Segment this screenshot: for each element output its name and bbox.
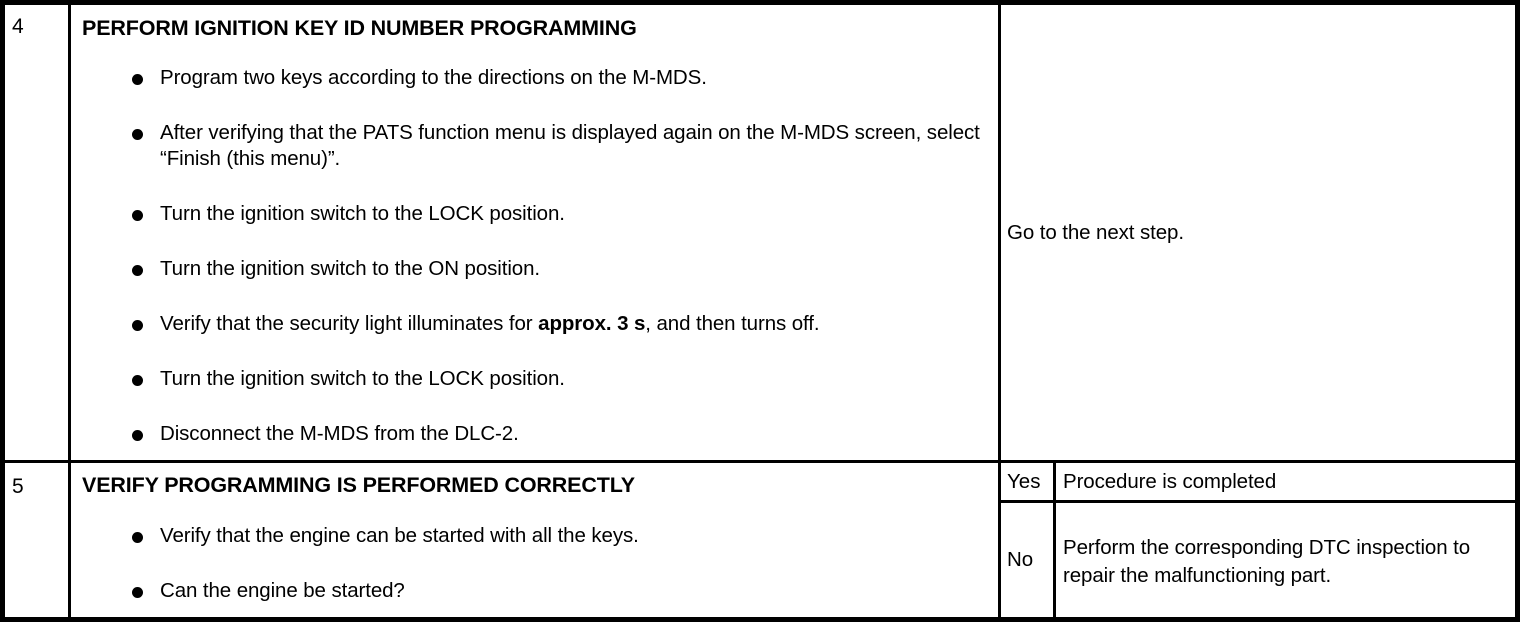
- list-item-text: Turn the ignition switch to the LOCK pos…: [160, 366, 565, 390]
- step-4-title: PERFORM IGNITION KEY ID NUMBER PROGRAMMI…: [82, 16, 637, 40]
- list-item-text: Disconnect the M-MDS from the DLC-2.: [160, 421, 519, 445]
- list-item-text-emphasis: approx. 3 s: [538, 311, 646, 335]
- list-item-text-suffix: , and then turns off.: [645, 311, 820, 335]
- table-border-right: [1515, 0, 1520, 622]
- action-yes-text: Procedure is completed: [1063, 469, 1277, 493]
- list-item: Verify that the security light illuminat…: [82, 311, 988, 337]
- judgment-no-text: No: [1007, 548, 1034, 571]
- action-no: Perform the corresponding DTC inspection…: [1056, 503, 1515, 617]
- step-5-body: VERIFY PROGRAMMING IS PERFORMED CORRECTL…: [71, 463, 998, 617]
- column-divider-judgment: [1053, 460, 1056, 617]
- list-item-text: Turn the ignition switch to the ON posit…: [160, 256, 540, 280]
- bullet-icon: [132, 374, 143, 386]
- bullet-icon: [132, 586, 143, 598]
- bullet-icon: [132, 209, 143, 221]
- list-item: Turn the ignition switch to the LOCK pos…: [82, 201, 988, 227]
- list-item-text: After verifying that the PATS function m…: [160, 120, 980, 170]
- step-4-bullet-list: Program two keys according to the direct…: [82, 65, 988, 447]
- list-item: Program two keys according to the direct…: [82, 65, 988, 91]
- column-divider-step: [68, 5, 71, 617]
- list-item: After verifying that the PATS function m…: [82, 120, 988, 172]
- table-border-left: [0, 0, 5, 622]
- list-item: Turn the ignition switch to the ON posit…: [82, 256, 988, 282]
- step-number-5: 5: [12, 475, 24, 498]
- list-item-text: Verify that the engine can be started wi…: [160, 523, 639, 547]
- row-divider-4-5: [5, 460, 1515, 463]
- list-item: Verify that the engine can be started wi…: [82, 523, 988, 549]
- action-yes: Procedure is completed: [1056, 463, 1515, 500]
- list-item-text: Turn the ignition switch to the LOCK pos…: [160, 201, 565, 225]
- table-border-top: [0, 0, 1520, 5]
- table-border-bottom: [0, 617, 1520, 622]
- list-item: Disconnect the M-MDS from the DLC-2.: [82, 421, 988, 447]
- judgment-yes-text: Yes: [1007, 469, 1041, 493]
- bullet-icon: [132, 531, 143, 543]
- list-item: Turn the ignition switch to the LOCK pos…: [82, 366, 988, 392]
- list-item-text: Can the engine be started?: [160, 578, 405, 602]
- step-4-body: PERFORM IGNITION KEY ID NUMBER PROGRAMMI…: [71, 5, 998, 460]
- step-5-title: VERIFY PROGRAMMING IS PERFORMED CORRECTL…: [82, 473, 635, 497]
- row-divider-yes-no: [998, 500, 1515, 503]
- list-item-text: Program two keys according to the direct…: [160, 65, 707, 89]
- step-4-result: Go to the next step.: [1001, 5, 1515, 460]
- bullet-icon: [132, 73, 143, 85]
- step-number-4: 4: [12, 15, 24, 38]
- list-item-text-prefix: Verify that the security light illuminat…: [160, 311, 539, 335]
- action-no-text: Perform the corresponding DTC inspection…: [1063, 535, 1471, 587]
- bullet-icon: [132, 128, 143, 140]
- step-4-result-text: Go to the next step.: [1007, 220, 1184, 244]
- bullet-icon: [132, 429, 143, 441]
- judgment-label-no: No: [1001, 503, 1053, 617]
- bullet-icon: [132, 319, 143, 331]
- judgment-label-yes: Yes: [1001, 463, 1053, 500]
- step-5-bullet-list: Verify that the engine can be started wi…: [82, 523, 988, 604]
- bullet-icon: [132, 264, 143, 276]
- column-divider-result: [998, 5, 1001, 617]
- list-item: Can the engine be started?: [82, 578, 988, 604]
